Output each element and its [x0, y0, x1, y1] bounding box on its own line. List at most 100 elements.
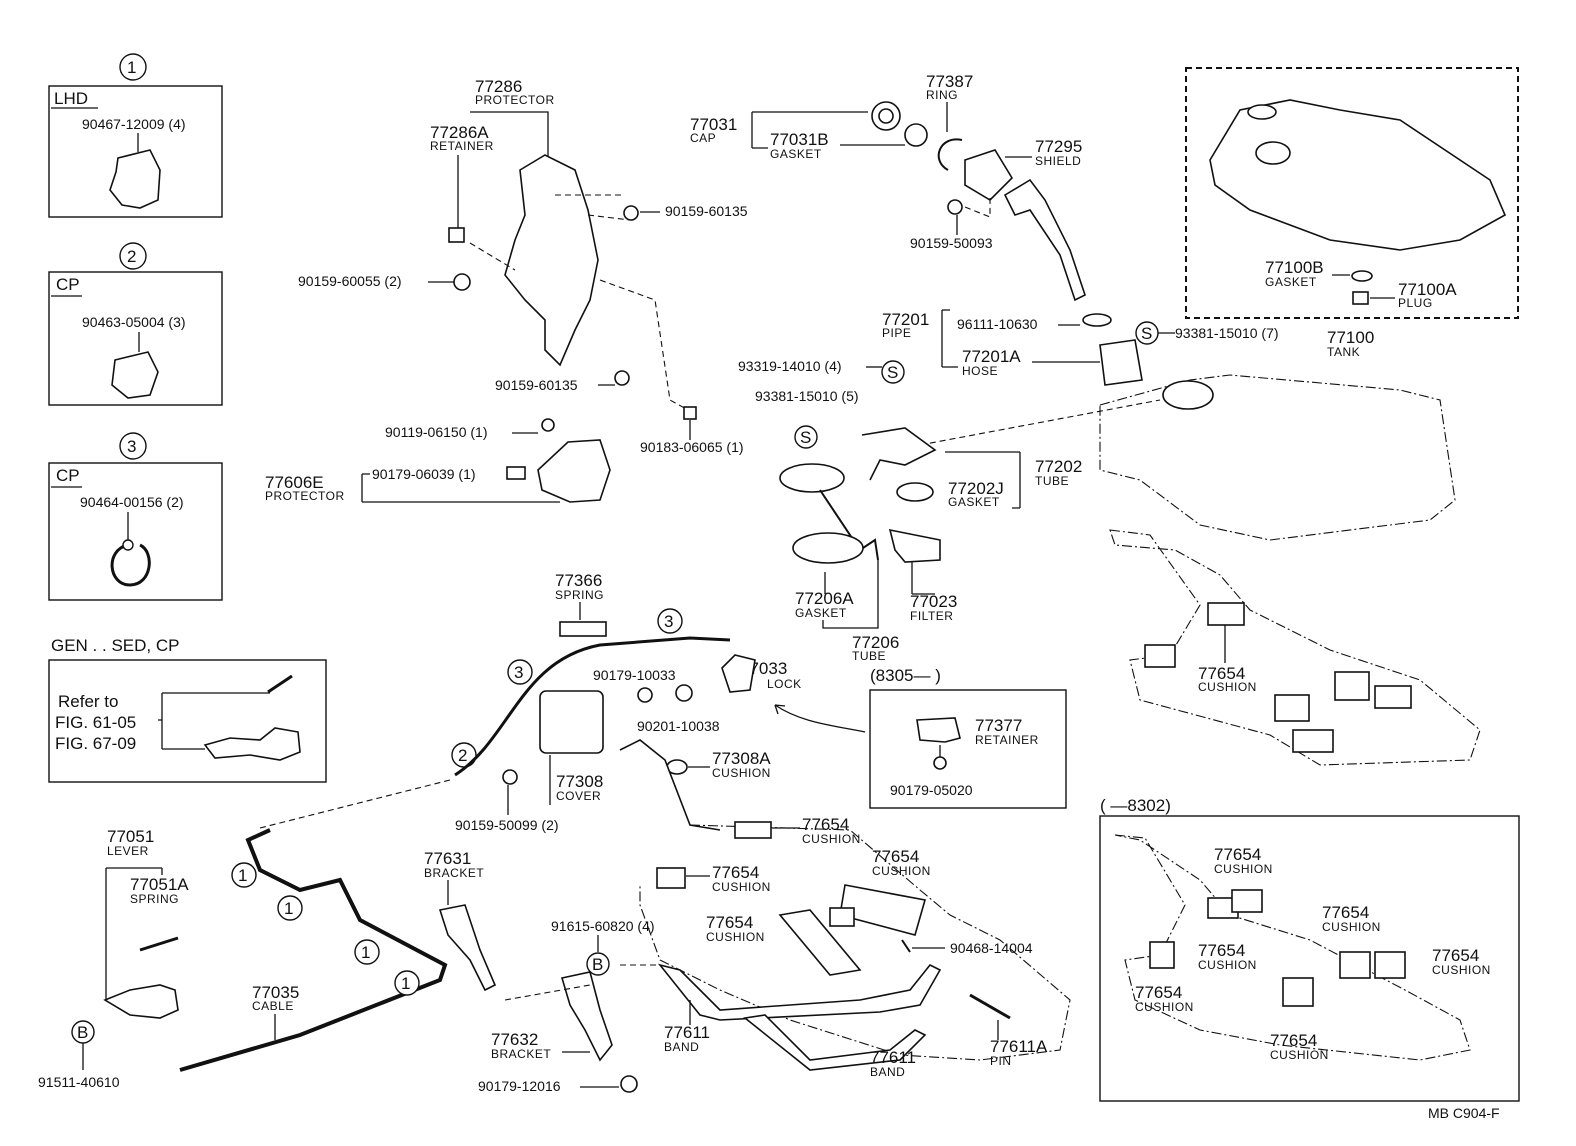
inset-gen: GEN . . SED, CP Refer to FIG. 61-05 FIG.… — [48, 636, 327, 783]
label-77100: 77100 — [1327, 328, 1374, 347]
label-77051a-sub: SPRING — [130, 892, 179, 906]
label-77654-f: 77654 — [1135, 983, 1182, 1002]
label-77035-sub: CABLE — [252, 999, 294, 1013]
inset-3-label: CP — [56, 466, 80, 485]
ring-icon — [937, 138, 963, 171]
label-8302: ( —8302) — [1100, 796, 1171, 815]
label-77606e: 77606E — [265, 473, 324, 492]
label-77654-k-sub: CUSHION — [706, 930, 765, 944]
label-77286a: 77286A — [430, 123, 489, 142]
label-77201: 77201 — [882, 310, 929, 329]
label-77654-i: 77654 — [712, 863, 759, 882]
inset-2-part: 90463-05004 (3) — [82, 314, 186, 330]
b-marker: B — [77, 1023, 88, 1042]
label-77654-d-sub: CUSHION — [1198, 958, 1257, 972]
label-77202: 77202 — [1035, 457, 1082, 476]
label-90179-06039: 90179-06039 (1) — [372, 466, 476, 482]
marker-3: 3 — [514, 663, 523, 682]
fig-ref-2: FIG. 67-09 — [55, 734, 136, 753]
label-77100b: 77100B — [1265, 258, 1324, 277]
label-77654-b-sub: CUSHION — [1214, 862, 1273, 876]
label-90468-14004: 90468-14004 — [950, 940, 1033, 956]
inset-3-marker: 3 — [127, 437, 136, 456]
label-77377: 77377 — [975, 716, 1022, 735]
clamp-icon — [110, 543, 151, 587]
label-77611-a: 77611 — [664, 1023, 710, 1042]
clip-icon — [109, 149, 161, 209]
latch-icon — [203, 727, 301, 761]
label-77035: 77035 — [252, 983, 299, 1002]
label-77206-sub: TUBE — [852, 649, 886, 663]
label-96111-10630: 96111-10630 — [957, 316, 1038, 332]
label-90159-50093: 90159-50093 — [910, 235, 993, 251]
marker-1: 1 — [401, 974, 410, 993]
cover-icon — [539, 690, 604, 754]
hose-icon — [1099, 339, 1143, 386]
label-77031b-sub: GASKET — [770, 147, 822, 161]
s-marker: S — [1141, 324, 1152, 343]
label-77206a-sub: GASKET — [795, 606, 847, 620]
label-77023-sub: FILTER — [910, 609, 953, 623]
label-77611-b: 77611 — [870, 1048, 916, 1067]
label-77654-g-sub: CUSHION — [1270, 1048, 1329, 1062]
label-77611a: 77611A — [990, 1037, 1048, 1056]
label-77286-sub: PROTECTOR — [475, 93, 555, 107]
bracket-icon — [560, 971, 613, 1062]
label-77202j: 77202J — [948, 479, 1004, 498]
fuel-tank-icon — [1209, 99, 1507, 251]
label-77654-h: 77654 — [802, 815, 849, 834]
label-90119-06150: 90119-06150 (1) — [385, 424, 487, 440]
pin-icon — [969, 993, 1011, 1020]
bracket-band-group: 77631 BRACKET 91615-60820 (4) B 77632 BR… — [424, 739, 1071, 1094]
label-77611-a-sub: BAND — [664, 1040, 699, 1054]
tank-inset: 77100B GASKET 77100A PLUG 77100 TANK — [1185, 67, 1519, 359]
label-90159-50099: 90159-50099 (2) — [455, 817, 559, 833]
label-77654-a-sub: CUSHION — [1198, 680, 1257, 694]
label-77206: 77206 — [852, 633, 899, 652]
diagram-code: MB C904-F — [1428, 1105, 1500, 1121]
label-90179-10033: 90179-10033 — [593, 667, 676, 683]
lever-icon — [103, 984, 179, 1019]
label-77308-sub: COVER — [556, 789, 601, 803]
label-77631-sub: BRACKET — [424, 866, 484, 880]
label-77308a: 77308A — [712, 749, 771, 768]
label-77295-sub: SHIELD — [1035, 154, 1081, 168]
label-77286a-sub: RETAINER — [430, 139, 494, 153]
marker-2: 2 — [458, 746, 467, 765]
label-77611-b-sub: BAND — [870, 1065, 905, 1079]
label-77201a-sub: HOSE — [962, 364, 998, 378]
band-icon — [657, 963, 942, 1021]
inset-1-marker: 1 — [127, 58, 136, 77]
label-90201-10038: 90201-10038 — [637, 718, 720, 734]
gen-title: GEN . . SED, CP — [51, 636, 179, 655]
label-77031: 77031 — [690, 115, 737, 134]
b-marker: B — [592, 955, 603, 974]
label-77654-j: 77654 — [872, 847, 919, 866]
marker-3: 3 — [664, 612, 673, 631]
inset-2-label: CP — [56, 275, 80, 294]
label-93381-15010-5: 93381-15010 (5) — [755, 388, 859, 404]
fig-ref-1: FIG. 61-05 — [55, 713, 136, 732]
label-8305: (8305— ) — [870, 666, 941, 685]
retainer-icon — [448, 227, 465, 243]
marker-1: 1 — [361, 943, 370, 962]
label-90159-60055: 90159-60055 (2) — [298, 273, 402, 289]
label-77051a: 77051A — [130, 875, 189, 894]
gasket-icon — [904, 123, 928, 147]
label-77654-c: 77654 — [1322, 903, 1369, 922]
label-77202j-sub: GASKET — [948, 495, 1000, 509]
label-91615-60820: 91615-60820 (4) — [551, 918, 655, 934]
lever-cable-group: 1 1 1 1 77051 LEVER 77051A SPRING B 9151… — [38, 827, 448, 1090]
cushion-group-upper: 77654 CUSHION — [1109, 529, 1481, 766]
clamp-icon — [1082, 313, 1112, 327]
cable-icon — [179, 828, 448, 1072]
inset-2-marker: 2 — [127, 247, 136, 266]
label-77631: 77631 — [424, 849, 471, 868]
marker-1: 1 — [238, 866, 247, 885]
inset-3-cp: 3 CP 90464-00156 (2) — [48, 432, 223, 601]
label-77611a-sub: PIN — [990, 1054, 1012, 1068]
label-90179-05020: 90179-05020 — [890, 782, 973, 798]
marker-1: 1 — [284, 899, 293, 918]
label-77051: 77051 — [107, 827, 154, 846]
